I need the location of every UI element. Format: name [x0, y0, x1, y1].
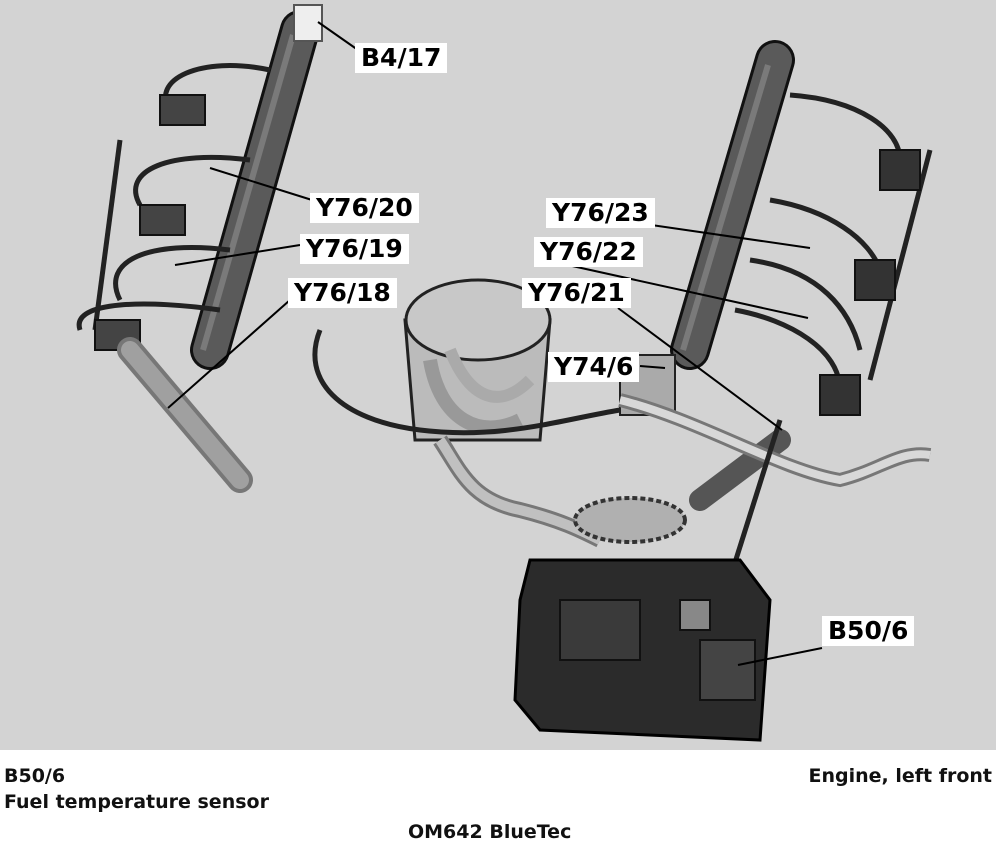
callout-y74-6: Y74/6 — [548, 352, 640, 382]
callout-b4-17: B4/17 — [355, 43, 448, 73]
fuel-temperature-sensor-part — [699, 639, 756, 701]
callout-y76-23: Y76/23 — [546, 198, 655, 228]
fuel-filter — [403, 278, 552, 442]
drive-gear — [573, 496, 687, 544]
component-code: B50/6 — [4, 765, 66, 787]
callout-y76-20: Y76/20 — [310, 193, 419, 223]
callout-y76-18: Y76/18 — [288, 278, 397, 308]
component-name: Fuel temperature sensor — [4, 791, 269, 813]
fuel-system-drawing — [76, 4, 933, 742]
callout-y76-21: Y76/21 — [522, 278, 631, 308]
callout-y76-19: Y76/19 — [300, 234, 409, 264]
location-label: Engine, left front — [808, 765, 992, 787]
left-injectors — [94, 94, 253, 493]
right-injectors — [689, 149, 921, 511]
callout-b50-6: B50/6 — [822, 616, 915, 646]
engine-label: OM642 BlueTec — [408, 821, 572, 843]
left-fuel-rail — [190, 4, 323, 370]
callout-y76-22: Y76/22 — [534, 237, 643, 267]
high-pressure-pump — [513, 558, 772, 742]
engine-illustration: B4/17 Y76/20 Y76/19 Y76/18 Y76/23 Y76/22… — [0, 0, 996, 750]
rail-pressure-sensor-part — [293, 4, 323, 42]
right-fuel-rail — [670, 40, 795, 370]
